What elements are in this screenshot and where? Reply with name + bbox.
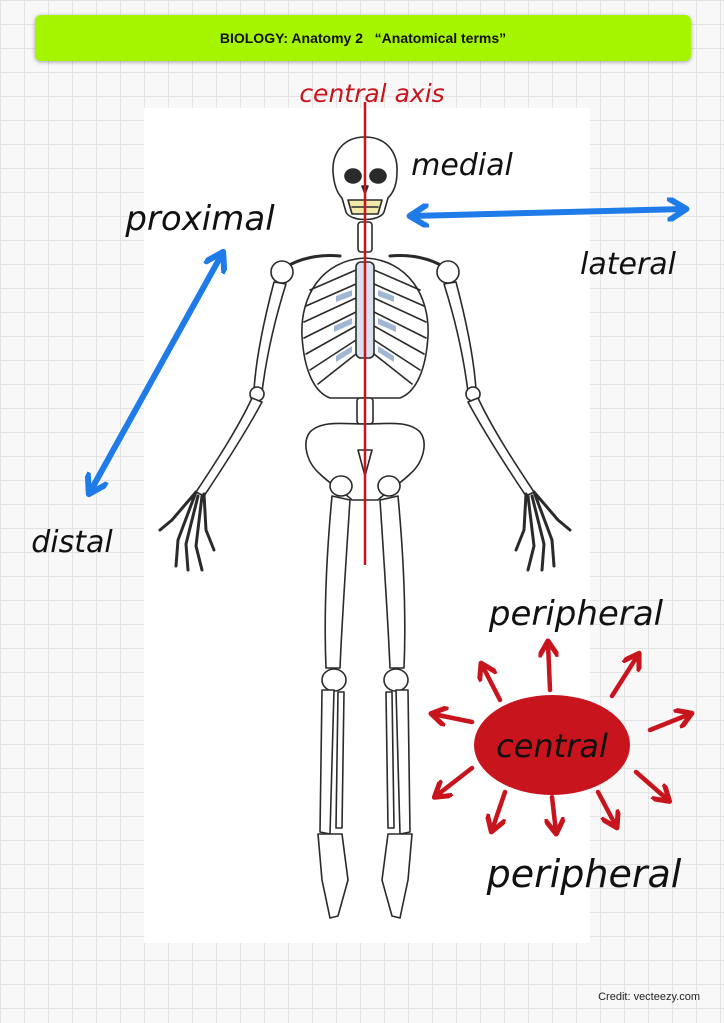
central-label: central xyxy=(496,727,608,765)
right-leg xyxy=(379,495,413,919)
proximal-distal-arrow xyxy=(90,254,222,492)
peripheral-bottom-label: peripheral xyxy=(486,852,682,896)
peripheral-arrow xyxy=(436,765,475,796)
central-axis-label: central axis xyxy=(299,79,444,108)
distal-label: distal xyxy=(31,525,113,560)
peripheral-arrow xyxy=(647,714,690,733)
right-arm xyxy=(443,281,572,572)
peripheral-arrow xyxy=(433,714,475,722)
left-shoulder xyxy=(270,260,294,284)
left-leg xyxy=(317,495,351,919)
peripheral-arrow xyxy=(609,655,638,699)
peripheral-arrow xyxy=(595,789,616,826)
medial-lateral-arrow xyxy=(412,209,684,216)
peripheral-arrows xyxy=(433,643,690,832)
left-arm xyxy=(158,281,287,572)
peripheral-arrow xyxy=(548,643,550,693)
medial-label: medial xyxy=(411,148,513,183)
lateral-label: lateral xyxy=(580,247,677,282)
peripheral-arrow xyxy=(492,789,508,830)
title-banner: BIOLOGY: Anatomy 2 “Anatomical terms” xyxy=(35,15,691,61)
peripheral-arrow xyxy=(482,665,503,703)
left-clavicle xyxy=(282,254,342,270)
peripheral-top-label: peripheral xyxy=(488,594,664,634)
central-blob xyxy=(474,695,630,795)
right-shoulder xyxy=(436,260,460,284)
right-clavicle xyxy=(388,254,448,270)
peripheral-arrow xyxy=(633,769,668,800)
proximal-label: proximal xyxy=(124,199,275,239)
credit-text: Credit: vecteezy.com xyxy=(598,991,700,1003)
page-title: BIOLOGY: Anatomy 2 “Anatomical terms” xyxy=(219,30,507,46)
skeleton-illustration xyxy=(158,136,572,919)
peripheral-arrow xyxy=(552,794,556,832)
